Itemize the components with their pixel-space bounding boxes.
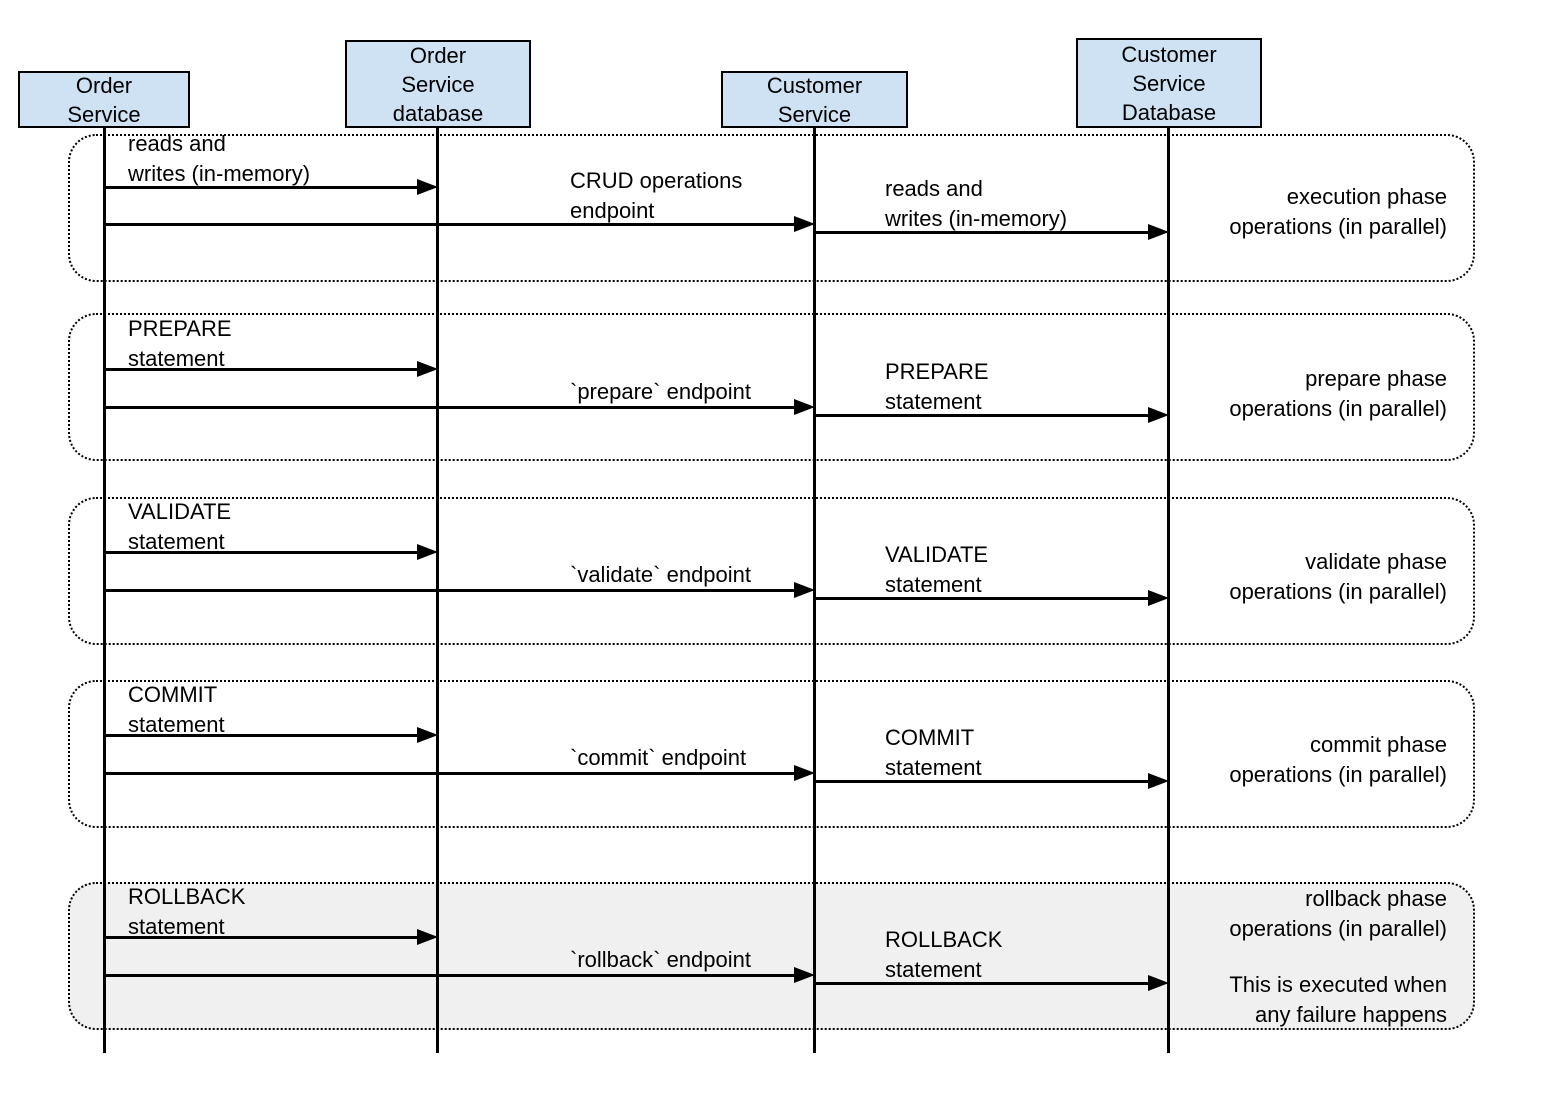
message-text: statement <box>128 914 225 939</box>
label-rollback-order-db-msg: ROLLBACK statement <box>128 882 245 942</box>
note-text: execution phase <box>1286 184 1447 209</box>
phase-frame-commit <box>68 680 1475 828</box>
message-text: reads and <box>885 176 983 201</box>
label-prepare-endpoint-msg: `prepare` endpoint <box>570 377 751 407</box>
phase-frame-rollback <box>68 882 1475 1030</box>
note-commit: commit phase operations (in parallel) <box>1229 730 1447 790</box>
label-validate-endpoint-msg: `validate` endpoint <box>570 560 751 590</box>
note-text: This is executed when <box>1229 972 1447 997</box>
actor-customer-service-database: Customer Service Database <box>1076 38 1262 128</box>
label-rollback-customer-db-msg: ROLLBACK statement <box>885 925 1002 985</box>
message-text: `validate` endpoint <box>570 562 752 587</box>
actor-label-line: Order <box>75 72 133 98</box>
message-text: COMMIT <box>885 725 975 750</box>
message-text: VALIDATE <box>885 542 989 567</box>
note-text: rollback phase <box>1305 886 1447 911</box>
label-validate-order-db-msg: VALIDATE statement <box>128 497 231 557</box>
note-prepare: prepare phase operations (in parallel) <box>1229 364 1447 424</box>
label-execution-order-db-msg: reads and writes (in-memory) <box>128 129 310 189</box>
actor-label-line: Customer <box>1121 41 1217 67</box>
label-commit-order-db-msg: COMMIT statement <box>128 680 225 740</box>
label-prepare-order-db-msg: PREPARE statement <box>128 314 232 374</box>
message-text: VALIDATE <box>128 499 232 524</box>
message-text: statement <box>885 957 982 982</box>
note-text: prepare phase <box>1305 366 1447 391</box>
phase-frame-validate <box>68 497 1475 645</box>
message-text: writes (in-memory) <box>885 206 1068 231</box>
label-commit-customer-db-msg: COMMIT statement <box>885 723 982 783</box>
message-text: statement <box>128 346 225 371</box>
message-text: statement <box>128 529 225 554</box>
message-text: writes (in-memory) <box>128 161 311 186</box>
label-execution-customer-db-msg: reads and writes (in-memory) <box>885 174 1067 234</box>
note-rollback: rollback phase operations (in parallel) <box>1229 884 1447 944</box>
note-text: operations (in parallel) <box>1229 396 1447 421</box>
actor-order-service: Order Service <box>18 71 190 128</box>
actor-label-line: Service <box>777 101 852 127</box>
note-text: operations (in parallel) <box>1229 916 1447 941</box>
message-text: reads and <box>128 131 226 156</box>
note-text: any failure happens <box>1254 1002 1447 1027</box>
note-text: validate phase <box>1305 549 1447 574</box>
phase-frame-execution <box>68 134 1475 282</box>
message-text: PREPARE <box>128 316 232 341</box>
label-prepare-customer-db-msg: PREPARE statement <box>885 357 989 417</box>
message-text: `commit` endpoint <box>570 745 747 770</box>
phase-frame-prepare <box>68 313 1475 461</box>
actor-label-line: database <box>392 100 484 126</box>
note-validate: validate phase operations (in parallel) <box>1229 547 1447 607</box>
label-rollback-endpoint-msg: `rollback` endpoint <box>570 945 751 975</box>
message-text: statement <box>885 389 982 414</box>
note-text: operations (in parallel) <box>1229 214 1447 239</box>
message-text: CRUD operations <box>570 168 743 193</box>
actor-label-line: Order <box>409 42 467 68</box>
message-text: statement <box>885 755 982 780</box>
note-execution: execution phase operations (in parallel) <box>1229 182 1447 242</box>
note-rollback-extra: This is executed when any failure happen… <box>1229 970 1447 1030</box>
message-text: ROLLBACK <box>885 927 1003 952</box>
actor-label-line: Database <box>1121 99 1217 125</box>
actor-label-line: Service <box>1132 70 1206 96</box>
message-text: `rollback` endpoint <box>570 947 751 972</box>
note-text: operations (in parallel) <box>1229 579 1447 604</box>
message-text: ROLLBACK <box>128 884 246 909</box>
note-text: operations (in parallel) <box>1229 762 1447 787</box>
message-text: COMMIT <box>128 682 218 707</box>
actor-label-line: Customer <box>766 72 863 98</box>
label-validate-customer-db-msg: VALIDATE statement <box>885 540 988 600</box>
actor-customer-service: Customer Service <box>721 71 908 128</box>
message-text: statement <box>128 712 225 737</box>
message-text: statement <box>885 572 982 597</box>
label-execution-endpoint-msg: CRUD operations endpoint <box>570 166 742 226</box>
note-text: commit phase <box>1310 732 1447 757</box>
label-commit-endpoint-msg: `commit` endpoint <box>570 743 746 773</box>
actor-order-service-database: Order Service database <box>345 40 531 128</box>
message-text: `prepare` endpoint <box>570 379 752 404</box>
actor-label-line: Service <box>401 71 475 97</box>
message-text: PREPARE <box>885 359 989 384</box>
actor-label-line: Service <box>67 101 141 127</box>
message-text: endpoint <box>570 198 655 223</box>
